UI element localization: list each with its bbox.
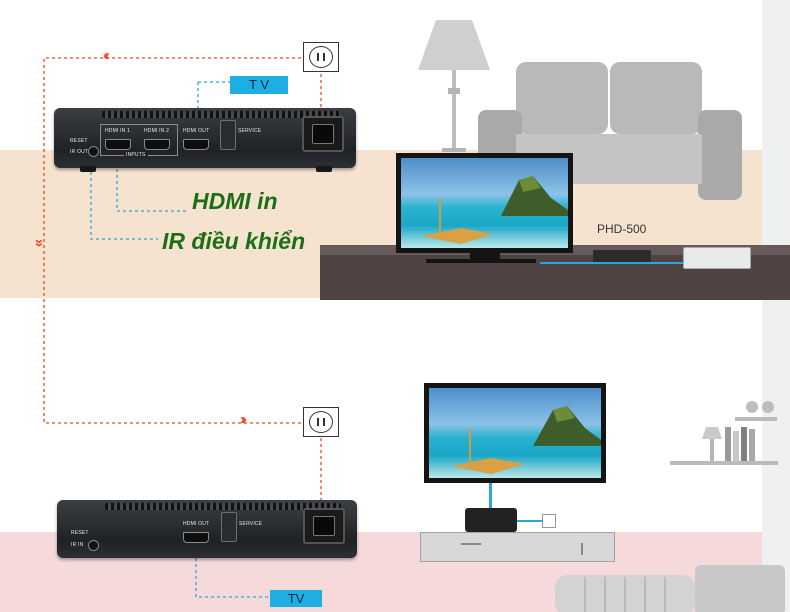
- cable-line: [540, 262, 683, 264]
- cable-line: [489, 483, 492, 508]
- port-label: HDMI OUT: [183, 521, 210, 527]
- ir-control-label: IR điều khiển: [162, 228, 306, 254]
- tv-top: [396, 153, 573, 253]
- table-lamp-icon: [702, 427, 722, 461]
- beach-scene-image: [451, 406, 601, 474]
- wall-outlet-icon: [542, 514, 556, 528]
- books-icon: [725, 427, 755, 461]
- power-outlet-icon: [303, 407, 339, 437]
- phd-500-label: PHD-500: [597, 222, 647, 236]
- power-socket: [302, 116, 344, 152]
- tv-screen: [424, 383, 606, 483]
- device-rear-panel-bottom: RESET IR IN HDMI OUT SERVICE: [57, 500, 357, 558]
- ir-jack: [88, 540, 99, 551]
- tv-bottom: [424, 383, 606, 483]
- beach-scene-image: [421, 176, 568, 244]
- wall-edge: [762, 0, 790, 612]
- port-label: HDMI IN 1: [105, 128, 131, 134]
- phd-500-box: [593, 250, 651, 264]
- hdmi-port: [183, 532, 209, 543]
- teddy-bear-icon: [746, 401, 774, 413]
- wall-shelf: [670, 401, 778, 465]
- service-port: [221, 512, 237, 542]
- arrow-right-icon: ››: [240, 411, 247, 428]
- port-label: IR IN: [71, 542, 84, 548]
- port-label: RESET: [70, 138, 88, 144]
- port-label: HDMI OUT: [183, 128, 210, 134]
- hdmi-in-label: HDMI in: [192, 188, 278, 214]
- arrow-down-icon: »: [31, 238, 49, 245]
- hdmi-port: [183, 139, 209, 150]
- hdmi-port: [105, 139, 131, 150]
- arrow-left-icon: ‹‹: [103, 47, 110, 64]
- media-box: [465, 508, 517, 532]
- service-port: [220, 120, 236, 150]
- floor-lamp-icon: [418, 20, 490, 152]
- power-socket: [303, 508, 345, 544]
- port-label: RESET: [71, 530, 89, 536]
- port-label: IR OUT: [70, 149, 89, 155]
- sofa-bottom-icon: [555, 565, 785, 612]
- power-outlet-icon: [303, 42, 339, 72]
- hdmi-port: [144, 139, 170, 150]
- device-rear-panel-top: RESET IR OUT INPUTS HDMI IN 1 HDMI IN 2 …: [54, 108, 356, 168]
- set-top-box: [683, 247, 751, 269]
- ir-jack: [88, 146, 99, 157]
- port-label: HDMI IN 2: [144, 128, 170, 134]
- port-label: SERVICE: [238, 128, 262, 134]
- tv-tag-bottom: TV: [270, 590, 322, 607]
- tv-tag-top: T V: [230, 76, 288, 94]
- tv-screen: [396, 153, 573, 253]
- tv-cabinet: [420, 532, 615, 562]
- port-label: SERVICE: [239, 521, 263, 527]
- inputs-label: INPUTS: [124, 152, 148, 158]
